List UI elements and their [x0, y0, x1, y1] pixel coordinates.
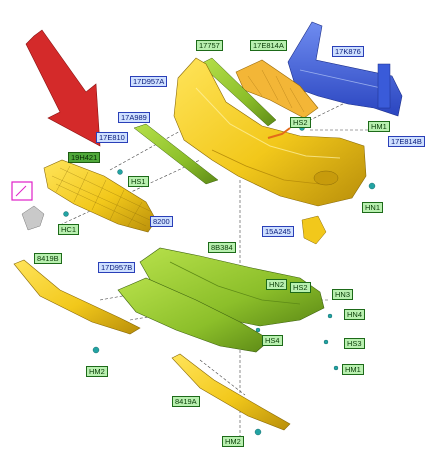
lower-cover-part	[117, 277, 271, 353]
upper-bracket	[235, 59, 319, 119]
lower-strip-left	[13, 259, 141, 335]
magenta-callout-mark	[15, 185, 27, 197]
front-bumper-cover	[173, 57, 367, 207]
front-grille	[43, 159, 157, 233]
grey-cap	[21, 205, 45, 231]
magenta-callout-box	[11, 181, 33, 201]
red-pointer-arrow	[25, 29, 101, 147]
reinforcement-beam	[287, 21, 403, 117]
side-bracket	[301, 215, 327, 245]
side-strip	[133, 123, 219, 185]
lower-strip-right	[171, 353, 291, 431]
upper-strip	[199, 57, 277, 127]
